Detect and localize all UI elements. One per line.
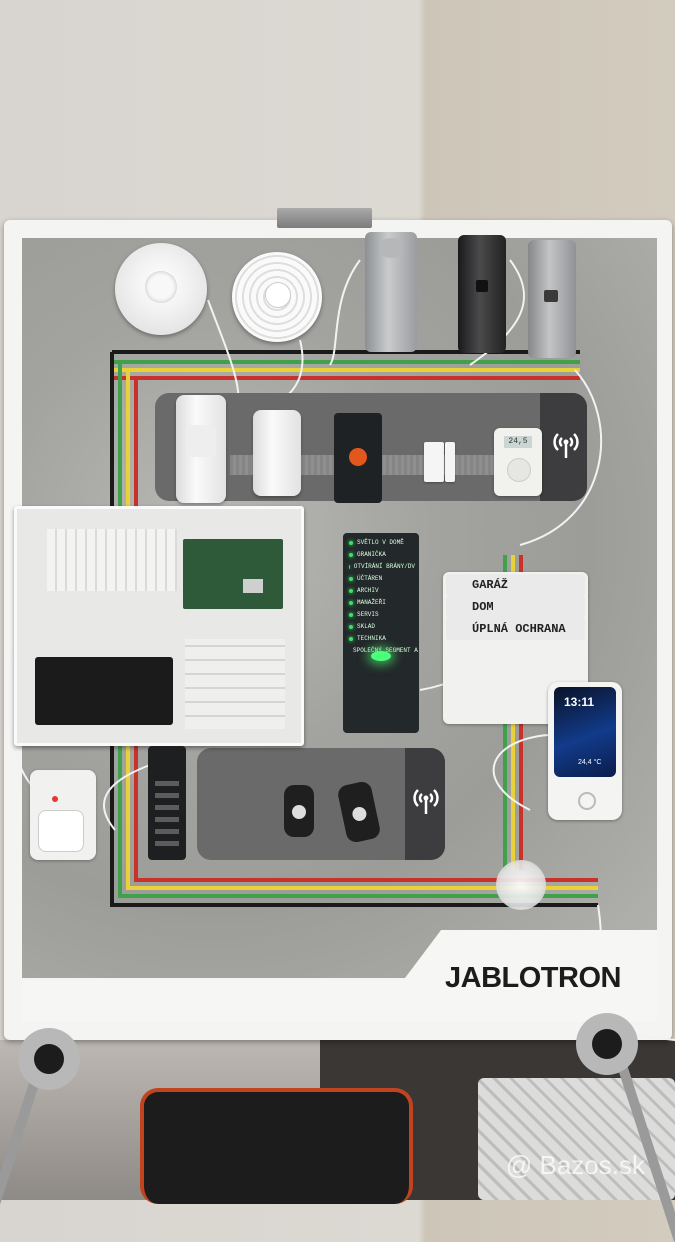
segment-keypad: SVĚTLO V DOMĚ GRANIČKA OTVÍRÁNÍ BRÁNY/DV… (343, 533, 419, 733)
main-circuit-board (183, 539, 283, 609)
button-row-label: GARÁŽ (472, 578, 509, 592)
segment-item[interactable]: TECHNIKA (349, 633, 415, 645)
module-rack (185, 639, 285, 729)
button-row[interactable]: DOM (446, 596, 585, 618)
smart-socket (30, 770, 96, 860)
pir-detector-1 (176, 395, 226, 503)
thermostat: 24,5 (494, 428, 542, 496)
segment-label: SPOLEČNÝ SEGMENT A (353, 647, 418, 654)
segment-item[interactable]: SERVIS (349, 609, 415, 621)
segment-label: TECHNIKA (357, 635, 386, 642)
white-wire-5 (519, 369, 602, 546)
segment-item[interactable]: SKLAD (349, 621, 415, 633)
board-top-clip (277, 208, 372, 228)
segment-label: ÚČTÁREN (357, 575, 383, 582)
keypad-sensor-icon (578, 792, 596, 810)
screen-time: 13:11 (564, 695, 595, 709)
door-contact-magnet (445, 442, 455, 482)
pir-detector-2 (253, 410, 301, 496)
stand-knob-left (18, 1028, 80, 1090)
wifi-icon (408, 784, 444, 823)
camera-grey-1 (365, 232, 417, 352)
ceiling-motion-detector (115, 243, 207, 335)
segment-label: SVĚTLO V DOMĚ (357, 539, 404, 546)
power-terminal-block (47, 529, 177, 591)
smoke-detector (232, 252, 322, 342)
camera-grey-2 (528, 240, 576, 358)
segment-label: OTVÍRÁNÍ BRÁNY/DV (353, 563, 415, 570)
control-panel-cabinet (14, 506, 304, 746)
white-wire-9 (103, 764, 151, 831)
button-panel: GARÁŽ DOM ÚPLNÁ OCHRANA (443, 572, 588, 724)
backup-battery (35, 657, 173, 725)
white-wire-3 (329, 259, 361, 366)
camera-black (458, 235, 506, 353)
segment-item[interactable]: ÚČTÁREN (349, 573, 415, 585)
wireless-zone-lower (197, 748, 445, 860)
button-row-label: DOM (472, 600, 494, 614)
segment-item[interactable]: SVĚTLO V DOMĚ (349, 537, 415, 549)
door-contact-sensor (424, 442, 444, 482)
white-wire-8 (492, 734, 549, 811)
key-fob-1 (284, 785, 314, 837)
code-keypad (148, 746, 186, 860)
segment-label: GRANIČKA (357, 551, 386, 558)
segment-label: SKLAD (357, 623, 376, 630)
segment-item[interactable]: SPOLEČNÝ SEGMENT A (349, 645, 418, 657)
socket-indicator-led (52, 796, 58, 802)
button-row[interactable]: ÚPLNÁ OCHRANA (446, 618, 585, 640)
white-wire-4 (469, 259, 526, 366)
wifi-icon (548, 428, 584, 467)
segment-item[interactable]: ARCHIV (349, 585, 415, 597)
brand-logo: JABLOTRON (445, 962, 621, 994)
rfid-reader-led (371, 651, 391, 661)
wireless-zone-upper-tab (540, 393, 587, 501)
segment-item[interactable]: MANAŽEŘI (349, 597, 415, 609)
thermostat-display: 24,5 (504, 436, 532, 448)
round-device (496, 860, 546, 910)
touch-screen[interactable]: 13:11 24,4 °C (554, 687, 616, 777)
watermark: @ Bazos.sk (505, 1150, 645, 1180)
button-row-label: ÚPLNÁ OCHRANA (472, 622, 566, 636)
keypad-buttons[interactable] (155, 776, 179, 846)
touch-keypad: 13:11 24,4 °C (548, 682, 622, 820)
button-row[interactable]: GARÁŽ (446, 574, 585, 596)
segment-label: SERVIS (357, 611, 379, 618)
screen-temperature: 24,4 °C (578, 759, 602, 766)
segment-label: ARCHIV (357, 587, 379, 594)
segment-list: SVĚTLO V DOMĚ GRANIČKA OTVÍRÁNÍ BRÁNY/DV… (349, 537, 418, 657)
segment-label: MANAŽEŘI (357, 599, 386, 606)
segment-item[interactable]: GRANIČKA (349, 549, 415, 561)
equipment-case (140, 1088, 413, 1204)
stand-knob-right (576, 1013, 638, 1075)
segment-item[interactable]: OTVÍRÁNÍ BRÁNY/DV (349, 561, 415, 573)
panic-button (334, 413, 382, 503)
